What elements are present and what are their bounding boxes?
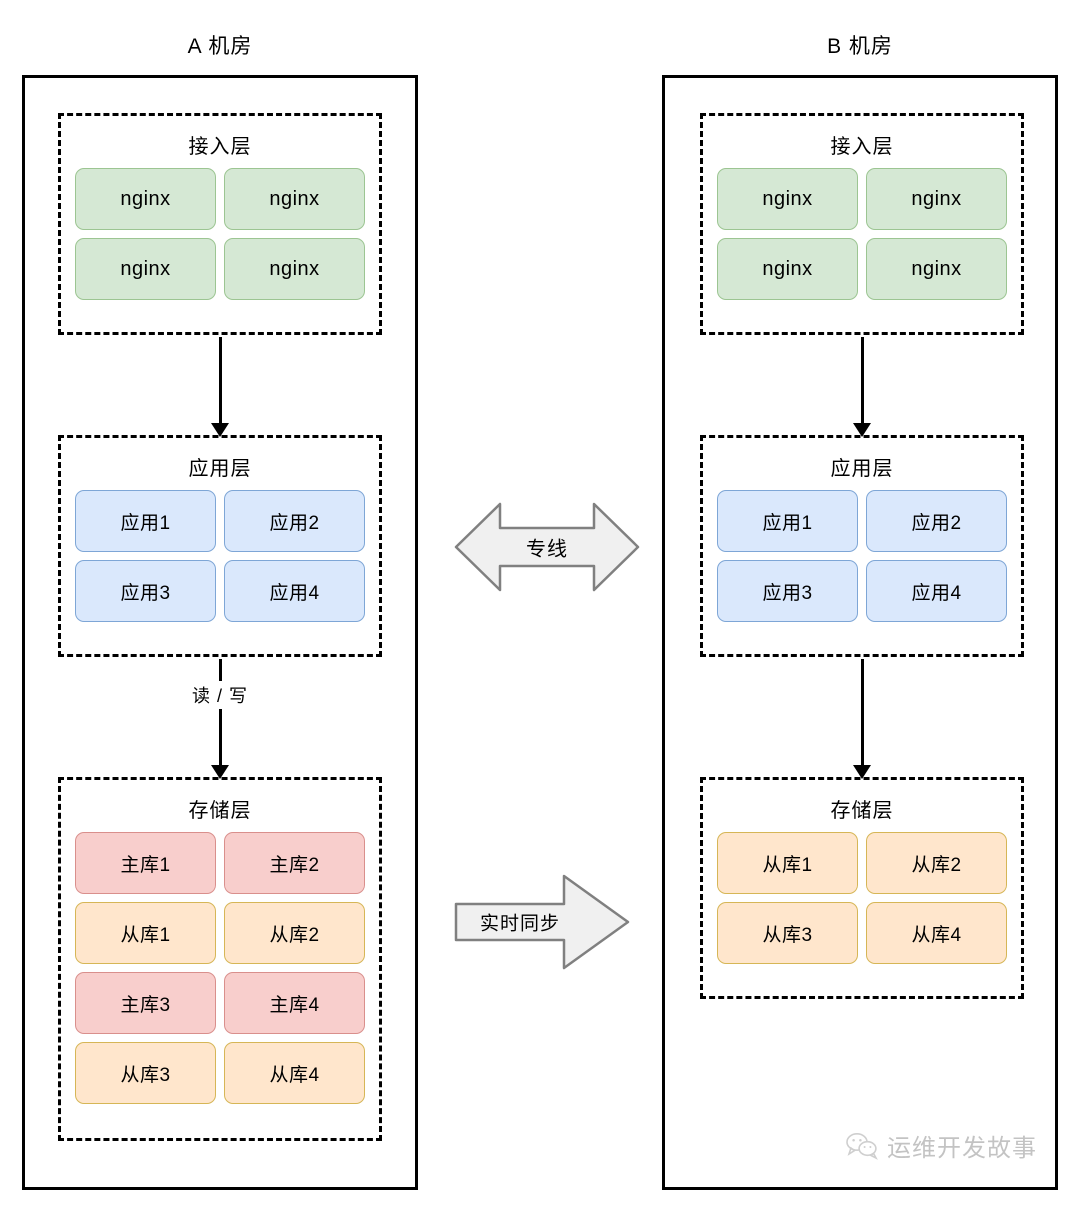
- connector-line: [860, 659, 864, 769]
- datacenter-b-app-layer: 应用层 应用1 应用2 应用3 应用4: [700, 435, 1024, 657]
- datacenter-b-storage-layer: 存储层 从库1 从库2 从库3 从库4: [700, 777, 1024, 999]
- node-grid: nginx nginx nginx nginx: [75, 168, 365, 300]
- node-grid: 应用1 应用2 应用3 应用4: [75, 490, 365, 622]
- arrow-head-icon: [211, 423, 229, 437]
- node-master-db[interactable]: 主库2: [224, 832, 365, 894]
- right-arrow-icon: [454, 874, 630, 970]
- arrow-head-icon: [853, 423, 871, 437]
- wechat-icon: [846, 1132, 878, 1160]
- node-slave-db[interactable]: 从库1: [75, 902, 216, 964]
- node-grid: 应用1 应用2 应用3 应用4: [717, 490, 1007, 622]
- connector-line: [860, 337, 864, 427]
- datacenter-a-access-layer: 接入层 nginx nginx nginx nginx: [58, 113, 382, 335]
- node-app[interactable]: 应用2: [224, 490, 365, 552]
- node-slave-db[interactable]: 从库2: [866, 832, 1007, 894]
- node-nginx[interactable]: nginx: [224, 238, 365, 300]
- connector-access-to-app-b: [842, 337, 882, 437]
- node-grid: 从库1 从库2 从库3 从库4: [717, 832, 1007, 964]
- connector-access-to-app-a: [200, 337, 240, 437]
- bidirectional-arrow-icon: [454, 502, 640, 592]
- node-slave-db[interactable]: 从库2: [224, 902, 365, 964]
- node-nginx[interactable]: nginx: [717, 168, 858, 230]
- node-grid: 主库1 主库2 从库1 从库2 主库3 主库4 从库3 从库4: [75, 832, 365, 1104]
- node-slave-db[interactable]: 从库3: [75, 1042, 216, 1104]
- connector-line: [218, 659, 222, 769]
- node-master-db[interactable]: 主库1: [75, 832, 216, 894]
- watermark: 运维开发故事: [845, 1128, 1037, 1163]
- layer-title: 接入层: [188, 136, 252, 158]
- node-master-db[interactable]: 主库3: [75, 972, 216, 1034]
- cross-link-dedicated-line: 专线: [452, 492, 642, 602]
- node-nginx[interactable]: nginx: [75, 238, 216, 300]
- node-app[interactable]: 应用4: [866, 560, 1007, 622]
- connector-app-to-storage-b: [842, 659, 882, 779]
- layer-title: 存储层: [188, 800, 252, 822]
- connector-line: [218, 337, 222, 427]
- node-app[interactable]: 应用2: [866, 490, 1007, 552]
- datacenter-a-storage-layer: 存储层 主库1 主库2 从库1 从库2 主库3 主库4 从库3 从库4: [58, 777, 382, 1141]
- datacenter-b-access-layer: 接入层 nginx nginx nginx nginx: [700, 113, 1024, 335]
- layer-title: 应用层: [188, 458, 252, 480]
- layer-title: 接入层: [830, 136, 894, 158]
- node-slave-db[interactable]: 从库3: [717, 902, 858, 964]
- node-app[interactable]: 应用4: [224, 560, 365, 622]
- layer-title: 应用层: [830, 458, 894, 480]
- connector-app-to-storage-a: 读 / 写: [185, 659, 255, 779]
- arrow-head-icon: [211, 765, 229, 779]
- node-nginx[interactable]: nginx: [866, 238, 1007, 300]
- cross-link-realtime-sync: 实时同步: [452, 872, 632, 972]
- node-app[interactable]: 应用3: [717, 560, 858, 622]
- node-master-db[interactable]: 主库4: [224, 972, 365, 1034]
- connector-label: 读 / 写: [185, 681, 255, 709]
- layer-title: 存储层: [830, 800, 894, 822]
- node-slave-db[interactable]: 从库1: [717, 832, 858, 894]
- node-app[interactable]: 应用3: [75, 560, 216, 622]
- datacenter-a-title: A 机房: [187, 35, 253, 58]
- node-nginx[interactable]: nginx: [866, 168, 1007, 230]
- node-grid: nginx nginx nginx nginx: [717, 168, 1007, 300]
- watermark-text: 运维开发故事: [887, 1135, 1037, 1162]
- node-app[interactable]: 应用1: [717, 490, 858, 552]
- node-nginx[interactable]: nginx: [717, 238, 858, 300]
- arrow-head-icon: [853, 765, 871, 779]
- node-nginx[interactable]: nginx: [75, 168, 216, 230]
- node-nginx[interactable]: nginx: [224, 168, 365, 230]
- node-slave-db[interactable]: 从库4: [224, 1042, 365, 1104]
- node-slave-db[interactable]: 从库4: [866, 902, 1007, 964]
- node-app[interactable]: 应用1: [75, 490, 216, 552]
- datacenter-b-title: B 机房: [827, 35, 893, 58]
- datacenter-a-app-layer: 应用层 应用1 应用2 应用3 应用4: [58, 435, 382, 657]
